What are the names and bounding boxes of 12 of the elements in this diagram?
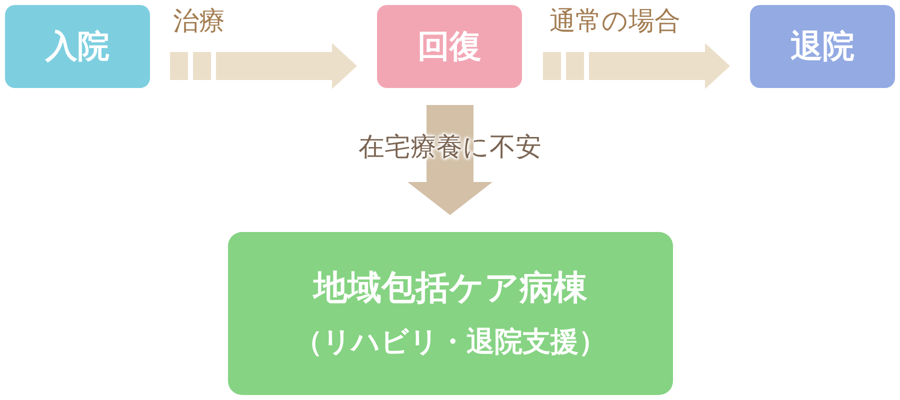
edge-label: 通常の場合 bbox=[550, 6, 680, 38]
edge-label: 治療 bbox=[173, 6, 225, 38]
box-title: 退院 bbox=[790, 26, 854, 67]
process-box bbox=[377, 5, 522, 88]
box-subtitle: （リハビリ・退院支援） bbox=[294, 324, 606, 360]
process-box bbox=[750, 5, 895, 88]
box-title: 地域包括ケア病棟 bbox=[314, 267, 588, 310]
edge-label: 在宅療養に不安 bbox=[358, 132, 542, 164]
process-box bbox=[228, 232, 673, 395]
box-title: 入院 bbox=[46, 26, 110, 67]
box-title: 回復 bbox=[418, 26, 482, 67]
process-box bbox=[5, 5, 150, 88]
